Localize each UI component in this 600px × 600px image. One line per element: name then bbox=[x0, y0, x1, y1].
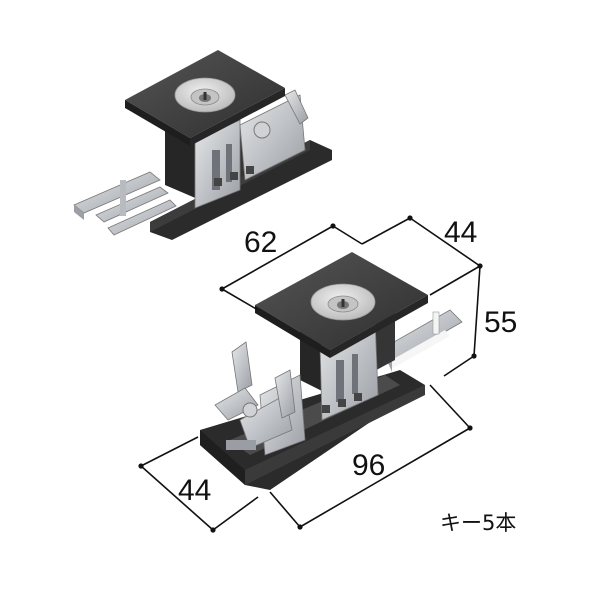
dimension-label-length: 96 bbox=[352, 449, 385, 482]
dimension-lines bbox=[138, 215, 483, 533]
slide-bar bbox=[73, 171, 177, 236]
dimension-label-bottom-depth: 44 bbox=[178, 474, 211, 507]
lock-view-top bbox=[73, 50, 332, 240]
latch-mechanism bbox=[214, 341, 296, 450]
dimension-label-top-depth: 44 bbox=[444, 216, 477, 249]
cylinder bbox=[174, 77, 236, 113]
dimension-label-width: 62 bbox=[244, 226, 277, 259]
dimension-label-height: 55 bbox=[484, 306, 517, 339]
key-count-note: キー5本 bbox=[440, 511, 516, 535]
base-plate bbox=[150, 140, 332, 240]
lock-view-dimensioned bbox=[200, 252, 463, 490]
base-plate bbox=[200, 370, 425, 490]
slide-bar bbox=[379, 309, 463, 372]
cylinder bbox=[310, 283, 376, 321]
body-side bbox=[165, 130, 200, 200]
